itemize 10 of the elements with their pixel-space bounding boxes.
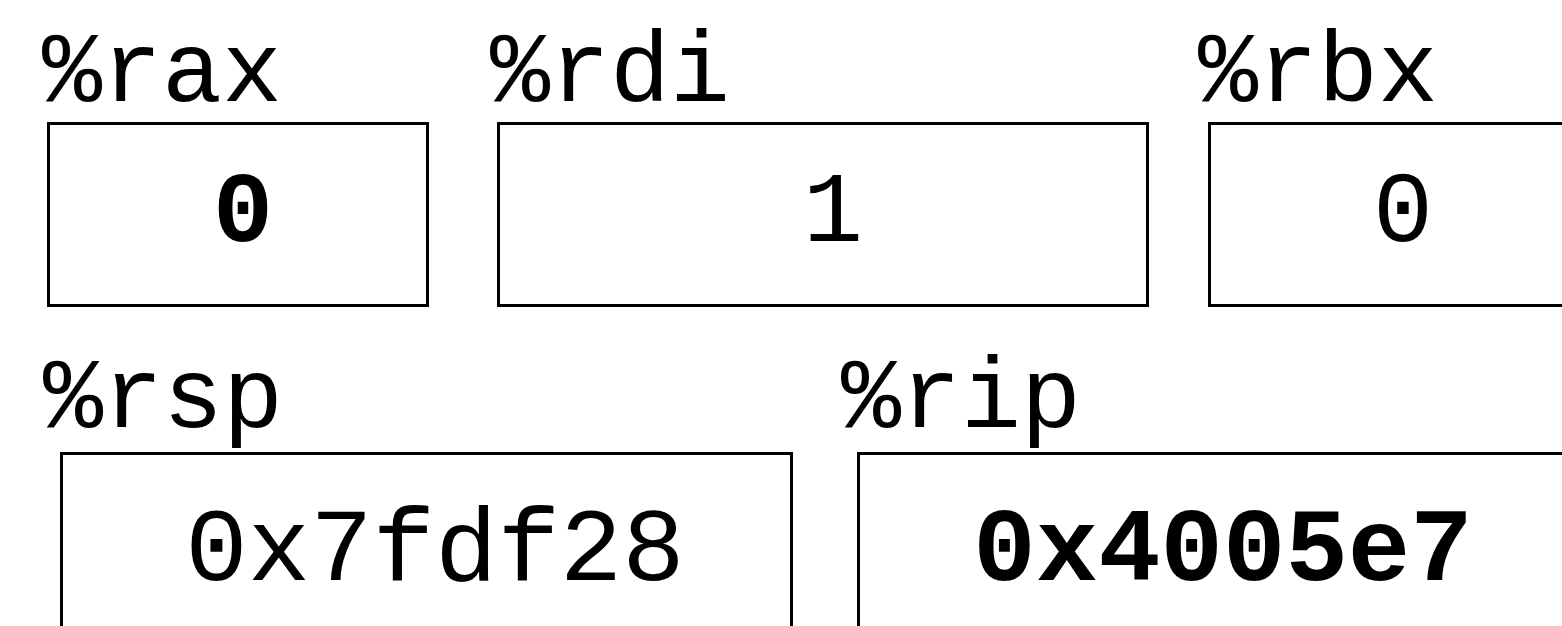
register-name: %rdi bbox=[490, 25, 731, 125]
register-name: %rbx bbox=[1198, 25, 1439, 125]
register-value: 0 bbox=[213, 164, 273, 265]
register-name: %rsp bbox=[43, 351, 284, 451]
register-value: 0x7fdf28 bbox=[185, 500, 685, 604]
register-name: %rax bbox=[42, 25, 283, 125]
register-name: %rip bbox=[841, 351, 1082, 451]
register-value: 1 bbox=[803, 164, 863, 265]
register-value: 0 bbox=[1373, 164, 1433, 265]
register-value: 0x4005e7 bbox=[973, 500, 1473, 604]
